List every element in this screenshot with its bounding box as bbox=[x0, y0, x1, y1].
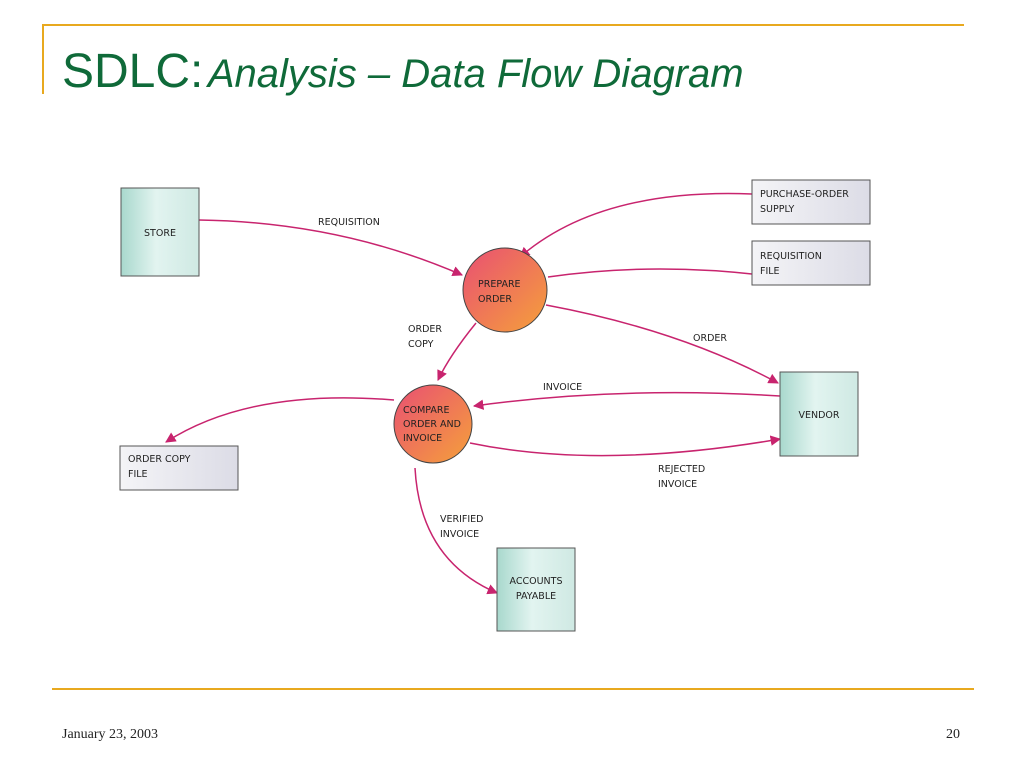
rejected-invoice-arrow bbox=[469, 435, 782, 457]
entity-order-copy-file: ORDER COPY FILE bbox=[119, 445, 239, 491]
flow-arrows bbox=[165, 192, 782, 595]
title-main: SDLC: bbox=[62, 45, 204, 98]
order-copy-file-arrow bbox=[165, 397, 395, 443]
compare-order-line-3: INVOICE bbox=[403, 433, 442, 444]
label-order-copy-2: COPY bbox=[408, 339, 434, 350]
order-arrow bbox=[545, 304, 779, 384]
purchase-order-supply-line-2: SUPPLY bbox=[760, 204, 794, 215]
process-compare-order-invoice: COMPARE ORDER AND INVOICE bbox=[393, 384, 473, 464]
accounts-payable-line-2: PAYABLE bbox=[516, 591, 556, 602]
order-copy-arrow bbox=[437, 322, 477, 381]
slide-title: SDLC: Analysis – Data Flow Diagram bbox=[62, 44, 744, 99]
title-rule-left bbox=[42, 24, 44, 94]
entity-store: STORE bbox=[120, 187, 200, 277]
label-order: ORDER bbox=[693, 333, 727, 344]
requisition-arrow bbox=[198, 219, 463, 277]
label-invoice: INVOICE bbox=[543, 382, 582, 393]
order-copy-file-line-1: ORDER COPY bbox=[128, 454, 191, 465]
requisition-file-line-1: REQUISITION bbox=[760, 251, 822, 262]
entity-store-label: STORE bbox=[144, 228, 176, 239]
entity-accounts-payable: ACCOUNTS PAYABLE bbox=[496, 547, 576, 632]
title-rule-top bbox=[42, 24, 964, 26]
entity-vendor-label: VENDOR bbox=[798, 410, 839, 421]
purchase-order-supply-arrow bbox=[519, 192, 753, 258]
entity-requisition-file: REQUISITION FILE bbox=[751, 240, 871, 286]
accounts-payable-line-1: ACCOUNTS bbox=[510, 576, 563, 587]
label-requisition: REQUISITION bbox=[318, 217, 380, 228]
requisition-file-arrow bbox=[547, 268, 764, 280]
title-sub: Analysis – Data Flow Diagram bbox=[207, 52, 744, 96]
entity-vendor: VENDOR bbox=[779, 371, 859, 457]
compare-order-line-1: COMPARE bbox=[403, 405, 450, 416]
label-rejected-invoice-2: INVOICE bbox=[658, 479, 697, 490]
order-copy-file-line-2: FILE bbox=[128, 469, 148, 480]
prepare-order-line-1: PREPARE bbox=[478, 279, 521, 290]
label-rejected-invoice-1: REJECTED bbox=[658, 464, 705, 475]
process-prepare-order: PREPARE ORDER bbox=[462, 247, 548, 333]
compare-order-line-2: ORDER AND bbox=[403, 419, 461, 430]
invoice-arrow bbox=[472, 391, 781, 410]
label-verified-invoice-1: VERIFIED bbox=[440, 514, 484, 525]
label-order-copy-1: ORDER bbox=[408, 324, 442, 335]
verified-invoice-arrow bbox=[414, 467, 498, 595]
purchase-order-supply-line-1: PURCHASE-ORDER bbox=[760, 189, 849, 200]
footer-rule bbox=[52, 688, 974, 690]
label-verified-invoice-2: INVOICE bbox=[440, 529, 479, 540]
entity-purchase-order-supply: PURCHASE-ORDER SUPPLY bbox=[751, 179, 871, 225]
footer-date: January 23, 2003 bbox=[62, 727, 159, 742]
prepare-order-line-2: ORDER bbox=[478, 294, 512, 305]
requisition-file-line-2: FILE bbox=[760, 266, 780, 277]
flow-labels: REQUISITION ORDER COPY ORDER INVOICE REJ… bbox=[318, 217, 727, 540]
page-number: 20 bbox=[946, 727, 960, 742]
